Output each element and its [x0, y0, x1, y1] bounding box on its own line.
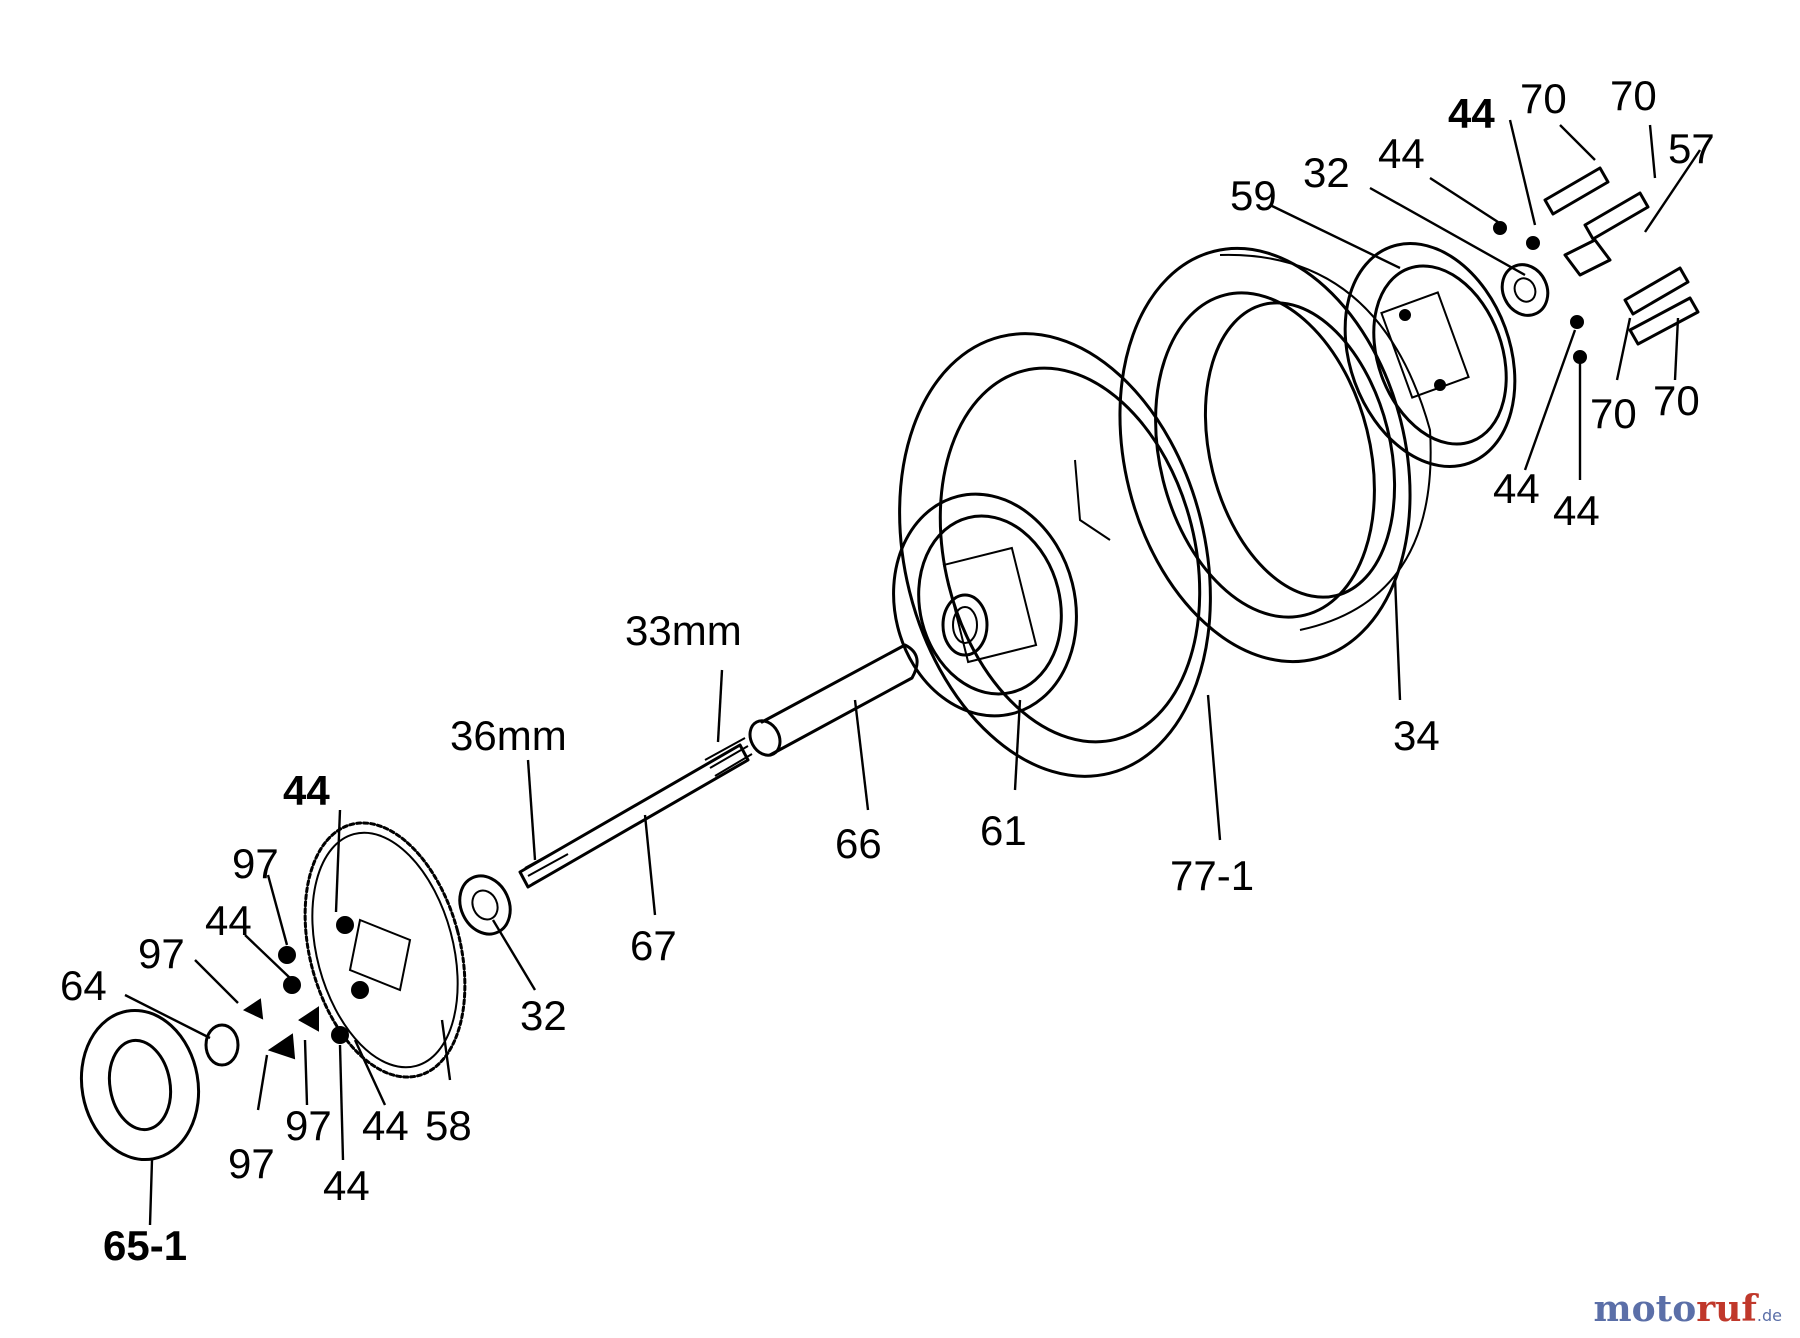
- label-70-c: 70: [1590, 390, 1637, 437]
- watermark-accent: ruf: [1696, 1288, 1757, 1330]
- label-32-bottom: 32: [520, 992, 567, 1039]
- spacer-tube-66: [748, 643, 919, 757]
- label-65-1: 65-1: [103, 1222, 187, 1269]
- label-32-top: 32: [1303, 149, 1350, 196]
- label-77-1: 77-1: [1170, 852, 1254, 899]
- label-70-d: 70: [1653, 377, 1700, 424]
- axle-67: [518, 737, 753, 889]
- label-97-a: 97: [232, 840, 279, 887]
- label-44-l1: 44: [205, 897, 252, 944]
- label-44-r2: 44: [1553, 487, 1600, 534]
- label-97-c: 97: [285, 1102, 332, 1149]
- leader-lines: [124, 119, 1701, 1226]
- motoruf-watermark: motoruf.de: [1594, 1288, 1782, 1330]
- watermark-main: moto: [1593, 1288, 1697, 1330]
- label-97-d: 97: [228, 1140, 275, 1187]
- top-right-hardware: [1493, 166, 1700, 364]
- label-67: 67: [630, 922, 677, 969]
- label-44-sprocket-bold: 44: [283, 767, 330, 814]
- label-44-l2: 44: [362, 1102, 409, 1149]
- label-61: 61: [980, 807, 1027, 854]
- label-44-top-bold: 44: [1448, 90, 1495, 137]
- label-66: 66: [835, 820, 882, 867]
- label-97-b: 97: [138, 930, 185, 977]
- label-33mm: 33mm: [625, 607, 742, 654]
- watermark-suffix: .de: [1756, 1306, 1782, 1325]
- label-70-a: 70: [1520, 75, 1567, 122]
- label-36mm: 36mm: [450, 712, 567, 759]
- label-34: 34: [1393, 712, 1440, 759]
- label-44-top: 44: [1378, 130, 1425, 177]
- label-44-l3: 44: [323, 1162, 370, 1209]
- label-64: 64: [60, 962, 107, 1009]
- hub-flange-61: [892, 492, 1078, 718]
- bearing-32-bottom: [458, 874, 512, 936]
- rim-half-65-1: [79, 1008, 201, 1162]
- sprocket-58: [303, 821, 467, 1079]
- wheel-rim-34: [1118, 246, 1432, 664]
- label-70-b: 70: [1610, 72, 1657, 119]
- label-57: 57: [1668, 125, 1715, 172]
- label-44-r1: 44: [1493, 465, 1540, 512]
- sprocket-hardware: [204, 946, 349, 1067]
- hub-59: [1343, 242, 1517, 468]
- label-58: 58: [425, 1102, 472, 1149]
- label-59: 59: [1230, 172, 1277, 219]
